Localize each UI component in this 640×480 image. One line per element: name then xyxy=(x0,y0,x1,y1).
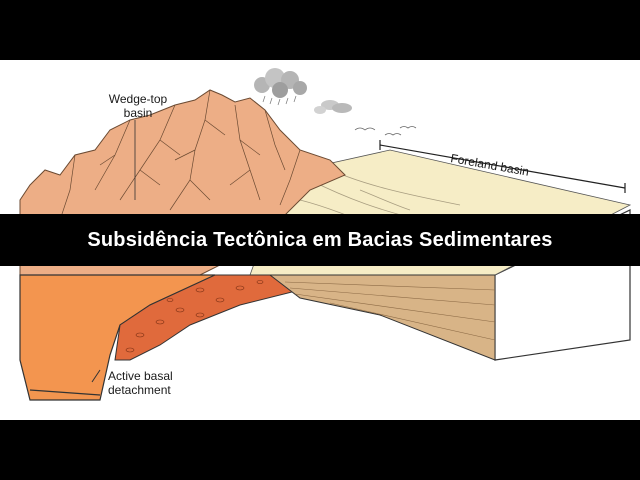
video-title: Subsidência Tectônica em Bacias Sediment… xyxy=(87,229,552,252)
detachment-label-line1: Active basal xyxy=(108,369,173,383)
bottom-letterbox xyxy=(0,420,640,480)
storm-cloud-icon xyxy=(254,68,307,105)
video-title-bar: Subsidência Tectônica em Bacias Sediment… xyxy=(0,214,640,266)
bird-icons xyxy=(355,127,416,136)
small-cloud-icon xyxy=(314,100,352,114)
top-letterbox xyxy=(0,0,640,60)
detachment-label-line2: detachment xyxy=(108,383,171,397)
wedge-top-label-line2: basin xyxy=(124,106,153,120)
wedge-top-label-line1: Wedge-top xyxy=(109,92,168,106)
